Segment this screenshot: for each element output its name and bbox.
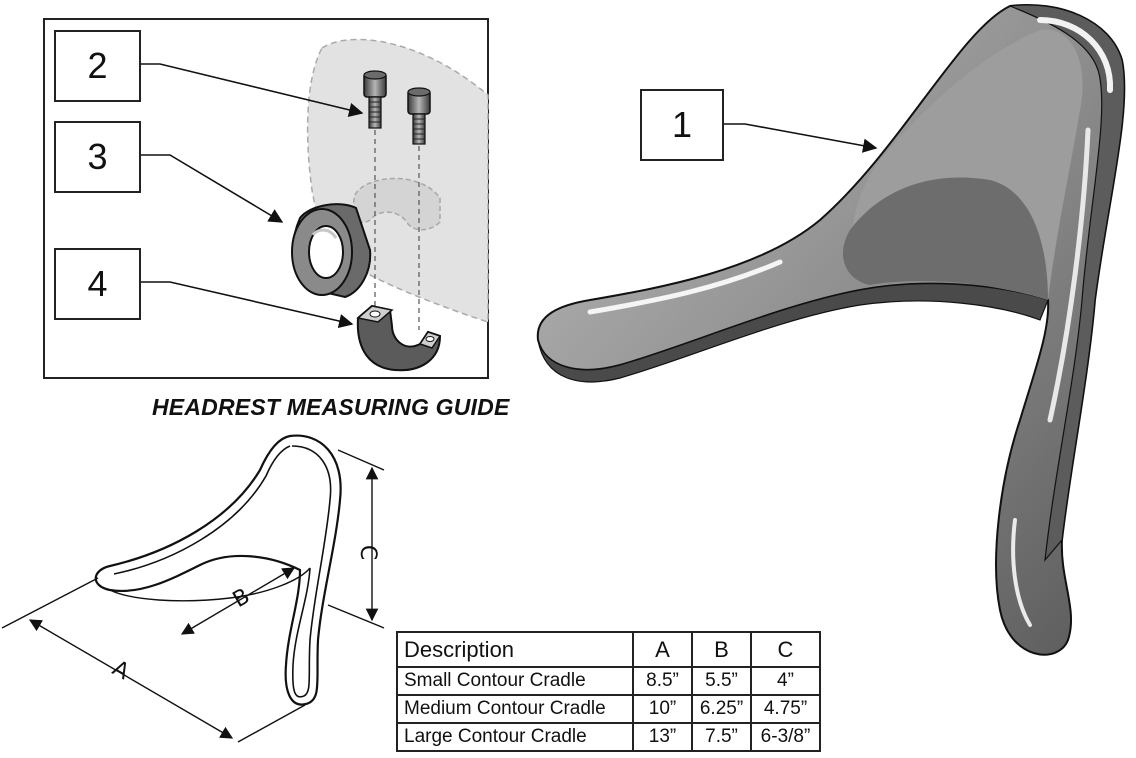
header-c: C xyxy=(750,631,821,668)
callout-2-label: 2 xyxy=(87,45,108,86)
bolt-right xyxy=(407,87,431,330)
measuring-guide-cradle xyxy=(94,434,342,706)
bolt-left xyxy=(363,70,387,315)
callout-1-box: 1 xyxy=(640,89,724,161)
leader-line-3 xyxy=(138,154,284,223)
leader-line-2 xyxy=(138,63,364,117)
row-description: Large Contour Cradle xyxy=(396,722,634,752)
contour-cradle-large xyxy=(536,4,1126,656)
measuring-guide-title: HEADREST MEASURING GUIDE xyxy=(152,394,510,420)
callout-1-label: 1 xyxy=(671,104,693,145)
leader-line-1 xyxy=(720,123,878,153)
callout-4-label: 4 xyxy=(87,263,108,304)
header-b: B xyxy=(691,631,752,668)
dimension-c-label: C xyxy=(355,544,381,561)
leader-line-4 xyxy=(138,281,354,329)
row-a: 10” xyxy=(632,694,693,724)
callout-4-box: 4 xyxy=(54,248,141,320)
header-description: Description xyxy=(396,631,634,668)
row-c: 4.75” xyxy=(750,694,821,724)
dimension-b xyxy=(180,567,296,635)
callout-2-box: 2 xyxy=(54,30,141,102)
row-a: 13” xyxy=(632,722,693,752)
row-c: 6-3/8” xyxy=(750,722,821,752)
dimension-a xyxy=(1,577,306,743)
table-row: Small Contour Cradle 8.5” 5.5” 4” xyxy=(396,666,821,696)
callout-3-box: 3 xyxy=(54,121,141,193)
ghost-bracket xyxy=(352,177,441,231)
row-description: Small Contour Cradle xyxy=(396,666,634,696)
header-a: A xyxy=(632,631,693,668)
row-b: 6.25” xyxy=(691,694,752,724)
row-b: 5.5” xyxy=(691,666,752,696)
callout-3-label: 3 xyxy=(87,136,108,177)
size-table: Description A B C Small Contour Cradle 8… xyxy=(396,631,821,752)
size-table-header-row: Description A B C xyxy=(396,631,821,668)
dimension-c xyxy=(327,449,385,629)
spacer-ring xyxy=(291,203,372,299)
table-row: Medium Contour Cradle 10” 6.25” 4.75” xyxy=(396,694,821,724)
clamp-half xyxy=(356,304,442,372)
table-row: Large Contour Cradle 13” 7.5” 6-3/8” xyxy=(396,722,821,752)
row-c: 4” xyxy=(750,666,821,696)
row-description: Medium Contour Cradle xyxy=(396,694,634,724)
row-b: 7.5” xyxy=(691,722,752,752)
row-a: 8.5” xyxy=(632,666,693,696)
